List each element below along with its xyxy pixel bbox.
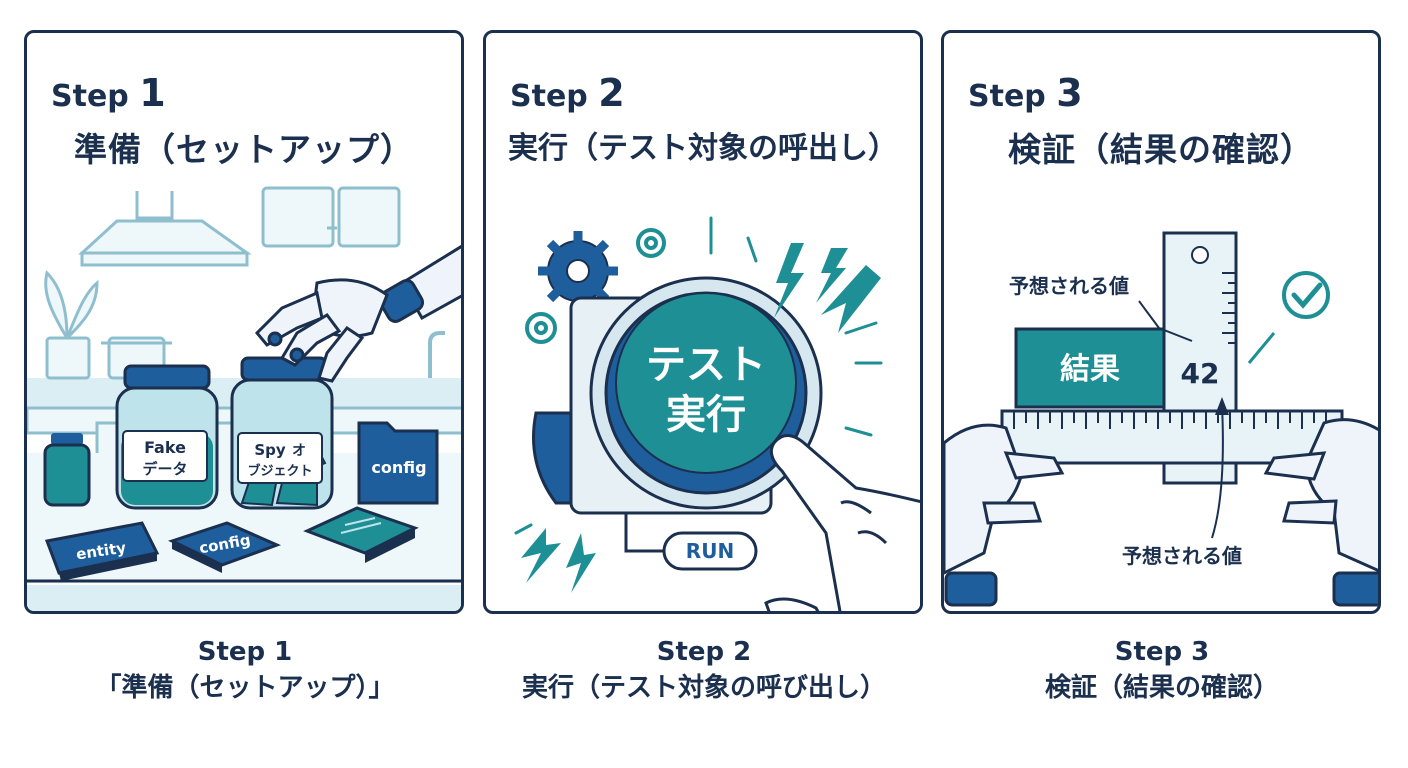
step1-caption-title: 「準備（セットアップ）」 bbox=[95, 673, 395, 703]
step1-title: 準備（セットアップ） bbox=[74, 130, 414, 169]
verify-illustration: 42 結果 予想される値 予想 bbox=[944, 231, 1378, 607]
fake-label: Fake bbox=[144, 438, 186, 457]
run-label: RUN bbox=[686, 539, 734, 563]
value-42: 42 bbox=[1181, 357, 1220, 390]
step3-number: 3 bbox=[1056, 71, 1083, 115]
spy-label: Spy bbox=[254, 441, 286, 459]
fake-data-label: データ bbox=[142, 460, 187, 478]
execute-illustration: テスト 実行 RUN bbox=[514, 216, 920, 611]
step2-caption: Step 2 実行（テスト対象の呼び出し） bbox=[474, 635, 934, 707]
step1-caption-step: Step 1 bbox=[197, 637, 293, 667]
step2-heading: Step 2 bbox=[510, 71, 625, 115]
step3-panel: Step 3 検証（結果の確認） 42 結果 予想される値 bbox=[941, 30, 1381, 614]
step3-heading: Step 3 bbox=[968, 71, 1083, 115]
step1-word: Step bbox=[51, 79, 129, 114]
setup-illustration: Fake データ Spy オ ブジェクト config bbox=[27, 186, 461, 611]
config-folder-label: config bbox=[371, 458, 426, 477]
step2-caption-step: Step 2 bbox=[656, 637, 752, 667]
spy-o-label: オ bbox=[292, 443, 306, 459]
step3-caption-step: Step 3 bbox=[1114, 637, 1210, 667]
step1-number: 1 bbox=[139, 71, 166, 115]
step2-title: 実行（テスト対象の呼出し） bbox=[508, 131, 898, 166]
test-button-line2: 実行 bbox=[666, 392, 746, 438]
step1-heading: Step 1 bbox=[51, 71, 166, 115]
step3-word: Step bbox=[968, 79, 1046, 114]
step2-number: 2 bbox=[598, 71, 625, 115]
step2-caption-title: 実行（テスト対象の呼び出し） bbox=[521, 673, 886, 703]
step2-word: Step bbox=[510, 79, 588, 114]
step3-caption: Step 3 検証（結果の確認） bbox=[932, 635, 1392, 707]
step2-panel: Step 2 実行（テスト対象の呼出し） テスト bbox=[483, 30, 923, 614]
spy-object-label: ブジェクト bbox=[247, 463, 312, 479]
expected-value-top: 予想される値 bbox=[1009, 274, 1129, 298]
step3-caption-title: 検証（結果の確認） bbox=[1044, 673, 1279, 703]
result-label: 結果 bbox=[1060, 352, 1120, 387]
step1-panel: Step 1 準備（セットアップ） bbox=[24, 30, 464, 614]
step3-title: 検証（結果の確認） bbox=[1008, 130, 1314, 169]
expected-value-bottom: 予想される値 bbox=[1122, 544, 1242, 568]
test-button-line1: テスト bbox=[646, 342, 766, 388]
step1-caption: Step 1 「準備（セットアップ）」 bbox=[15, 635, 475, 707]
